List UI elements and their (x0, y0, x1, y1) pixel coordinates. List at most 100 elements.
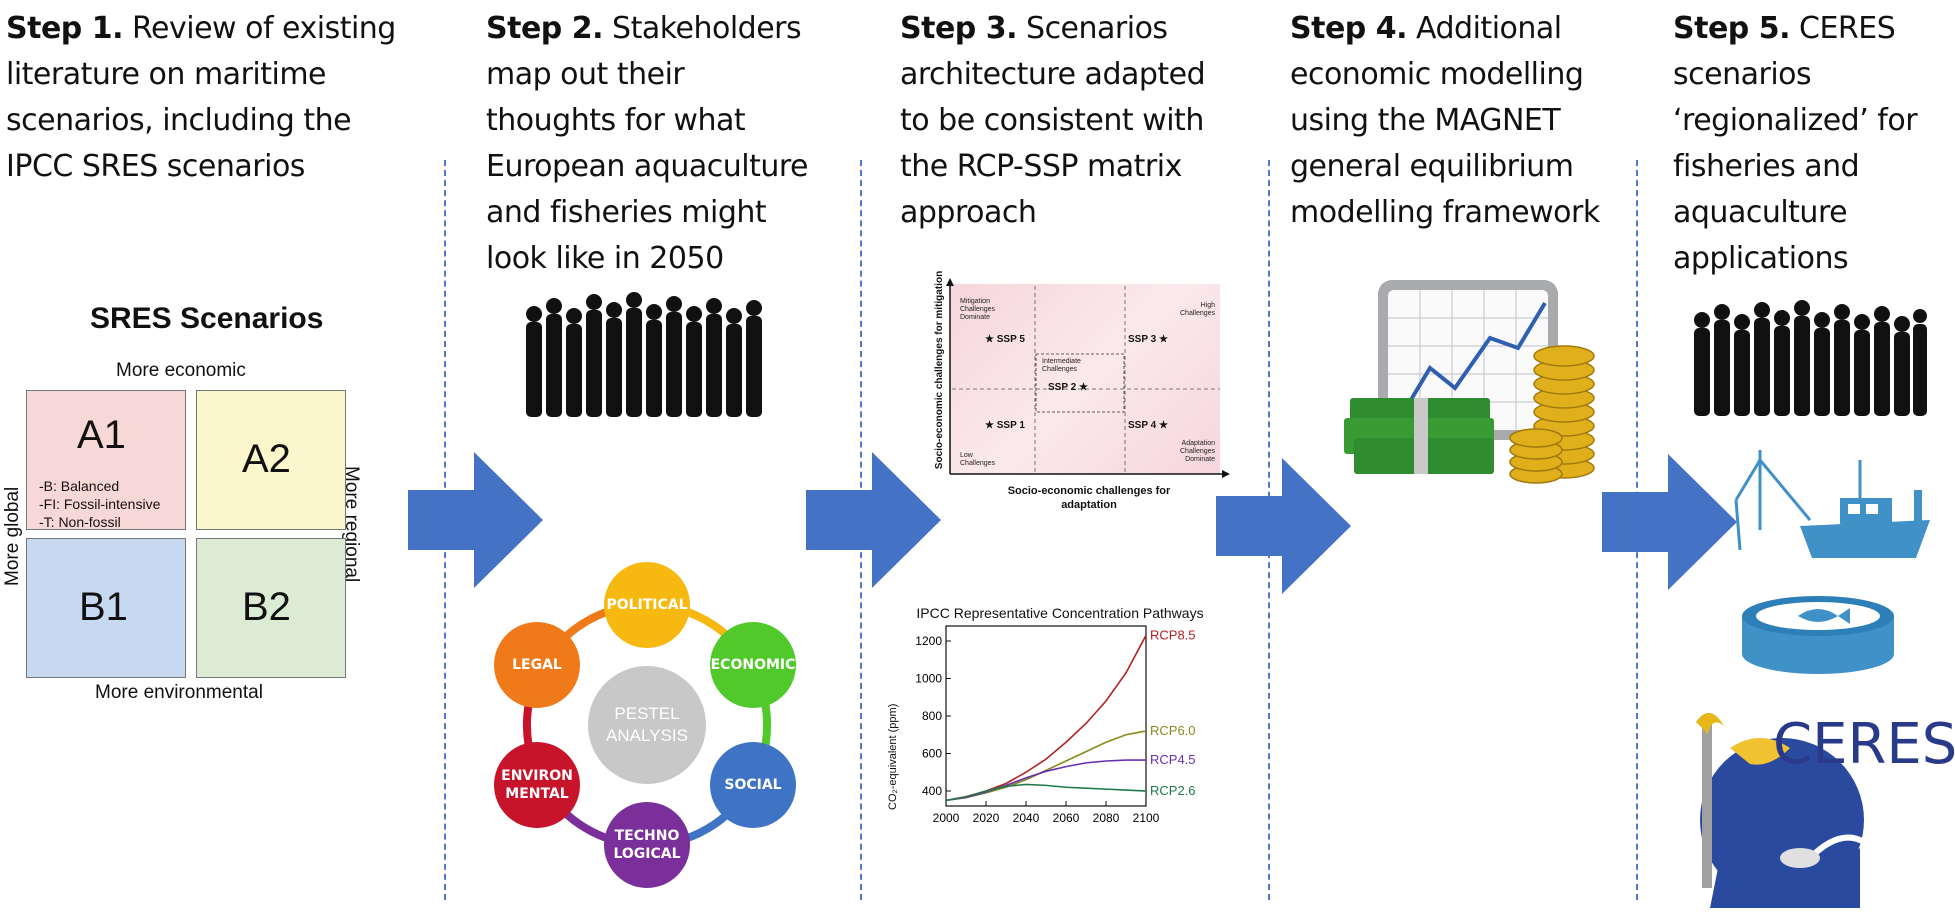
ssp-corner-tl: Mitigation Challenges Dominate (960, 298, 995, 322)
ssp-x-axis-label: Socio-economic challenges for adaptation (1007, 485, 1171, 511)
pestel-node-economic: ECONOMIC (710, 622, 796, 708)
rcp-ytick-label: 600 (922, 747, 942, 761)
step-1-line: IPCC SRES scenarios (6, 149, 305, 184)
step-4-number: Step 4. (1290, 11, 1407, 46)
arrow-right-icon (408, 452, 543, 588)
ceres-logo-icon (1696, 712, 1866, 908)
pestel-node-legal: LEGAL (494, 622, 580, 708)
step-5-number: Step 5. (1673, 11, 1790, 46)
ssp-4-label: SSP 4 ★ (1128, 420, 1168, 431)
rcp-series-line-rcp26 (945, 783, 1147, 802)
step-2-line: European aquaculture (486, 149, 809, 184)
arrow-right-icon (1602, 454, 1737, 590)
quadrant-b1-label: B1 (79, 585, 128, 629)
ceres-logo-text: CERES (1773, 712, 1955, 777)
ssp-2-label: SSP 2 ★ (1048, 382, 1088, 393)
quadrant-a1-sub: -B: Balanced -FI: Fossil-intensive -T: N… (39, 477, 160, 531)
step-2-text: Step 2. Stakeholders map out their thoug… (486, 6, 809, 282)
step-3-line: architecture adapted (900, 57, 1206, 92)
ssp-corner-text: Low (960, 452, 973, 459)
step-4-text: Step 4. Additional economic modelling us… (1290, 6, 1600, 236)
money-chart-icon (1344, 280, 1595, 484)
pestel-center: PESTEL ANALYSIS (588, 666, 706, 784)
ssp-3-label: SSP 3 ★ (1128, 334, 1168, 345)
step-4-line: general equilibrium (1290, 149, 1574, 184)
rcp-ytick-label: 1000 (915, 672, 942, 686)
ssp-corner-text: Adaptation (1181, 440, 1216, 447)
arrow-right-icon (806, 452, 941, 588)
step-5-line: applications (1673, 241, 1849, 276)
rcp-ytick-label: 1200 (915, 634, 942, 648)
ssp-center-label: Intermediate Challenges (1042, 358, 1081, 374)
quadrant-a2-label: A2 (242, 437, 291, 481)
pestel-node-environmental: ENVIRON MENTAL (494, 742, 580, 828)
step-5-line: CERES (1789, 11, 1896, 46)
rcp-series-label: RCP4.5 (1150, 752, 1196, 767)
rcp-xtick-label: 2040 (1013, 811, 1040, 825)
step-3-text: Step 3. Scenarios architecture adapted t… (900, 6, 1206, 236)
step-3-line: approach (900, 195, 1037, 230)
ssp-y-axis-label: Socio-economic challenges for mitigation (934, 270, 945, 470)
sres-top-label: More economic (116, 360, 246, 381)
rcp-xtick-label: 2060 (1053, 811, 1080, 825)
sres-left-label: More global (2, 486, 23, 586)
step-1-text: Step 1. Review of existing literature on… (6, 6, 396, 190)
ssp-corner-text: Dominate (1185, 456, 1216, 463)
ssp-corner-text: Dominate (960, 314, 990, 321)
rcp-series-label: RCP8.5 (1150, 627, 1196, 642)
step-4-line: economic modelling (1290, 57, 1584, 92)
step-3-line: Scenarios (1016, 11, 1168, 46)
quadrant-a1-label: A1 (77, 413, 126, 457)
step-2-line: map out their (486, 57, 685, 92)
quadrant-a1: A1 -B: Balanced -FI: Fossil-intensive -T… (26, 390, 186, 530)
step-2-number: Step 2. (486, 11, 603, 46)
step-3-line: the RCP-SSP matrix (900, 149, 1182, 184)
rcp-series-label: RCP2.6 (1150, 783, 1196, 798)
fish-tank-icon (1742, 596, 1894, 674)
fishing-boat-icon (1734, 450, 1930, 558)
quadrant-b1: B1 (26, 538, 186, 678)
ssp-center-text: Challenges (1042, 366, 1078, 373)
pestel-node-technological: TECHNO LOGICAL (604, 802, 690, 888)
star-icon: ★ (1158, 420, 1168, 431)
step-3-number: Step 3. (900, 11, 1017, 46)
pestel-node-political: POLITICAL (604, 562, 690, 648)
people-silhouette-icon (1694, 300, 1927, 416)
step-3-line: to be consistent with (900, 103, 1204, 138)
a1-sub-item: -FI: Fossil-intensive (39, 496, 161, 512)
ssp-corner-text: Challenges (960, 306, 996, 313)
step-2-line: and fisheries might (486, 195, 767, 230)
step-2-line: Stakeholders (602, 11, 802, 46)
rcp-chart-title: IPCC Representative Concentration Pathwa… (916, 605, 1203, 621)
ssp-center-text: Intermediate (1042, 358, 1081, 365)
quadrant-b2-label: B2 (242, 585, 291, 629)
rcp-chart-ylabel: CO₂-equivalent (ppm) (887, 704, 899, 810)
rcp-xtick-label: 2000 (933, 811, 960, 825)
step-5-line: fisheries and (1673, 149, 1860, 184)
step-1-number: Step 1. (6, 11, 123, 46)
sres-title: SRES Scenarios (90, 302, 324, 335)
ssp-1-text: SSP 1 (996, 420, 1025, 431)
step-4-line: using the MAGNET (1290, 103, 1561, 138)
star-icon: ★ (1078, 382, 1088, 393)
ssp-corner-text: Challenges (1180, 448, 1216, 455)
ssp-2-text: SSP 2 (1048, 382, 1077, 393)
step-2-line: look like in 2050 (486, 241, 724, 276)
ssp-corner-text: Mitigation (960, 298, 990, 305)
a1-sub-item: -B: Balanced (39, 478, 120, 494)
quadrant-a2: A2 (196, 390, 346, 530)
arrow-right-icon (1216, 458, 1351, 594)
star-icon: ★ (1158, 334, 1168, 345)
step-1-line: scenarios, including the (6, 103, 352, 138)
ssp-5-label: ★ SSP 5 (985, 334, 1025, 345)
step-4-line: Additional (1406, 11, 1562, 46)
step-5-line: ‘regionalized’ for (1673, 103, 1918, 138)
rcp-series-label: RCP6.0 (1150, 723, 1196, 738)
ssp-matrix-axes (946, 278, 1230, 478)
pestel-node-social: SOCIAL (710, 742, 796, 828)
ssp-5-text: SSP 5 (996, 334, 1025, 345)
ssp-3-text: SSP 3 (1128, 334, 1157, 345)
step-1-line: literature on maritime (6, 57, 327, 92)
ssp-4-text: SSP 4 (1128, 420, 1157, 431)
rcp-xtick-label: 2100 (1133, 811, 1160, 825)
